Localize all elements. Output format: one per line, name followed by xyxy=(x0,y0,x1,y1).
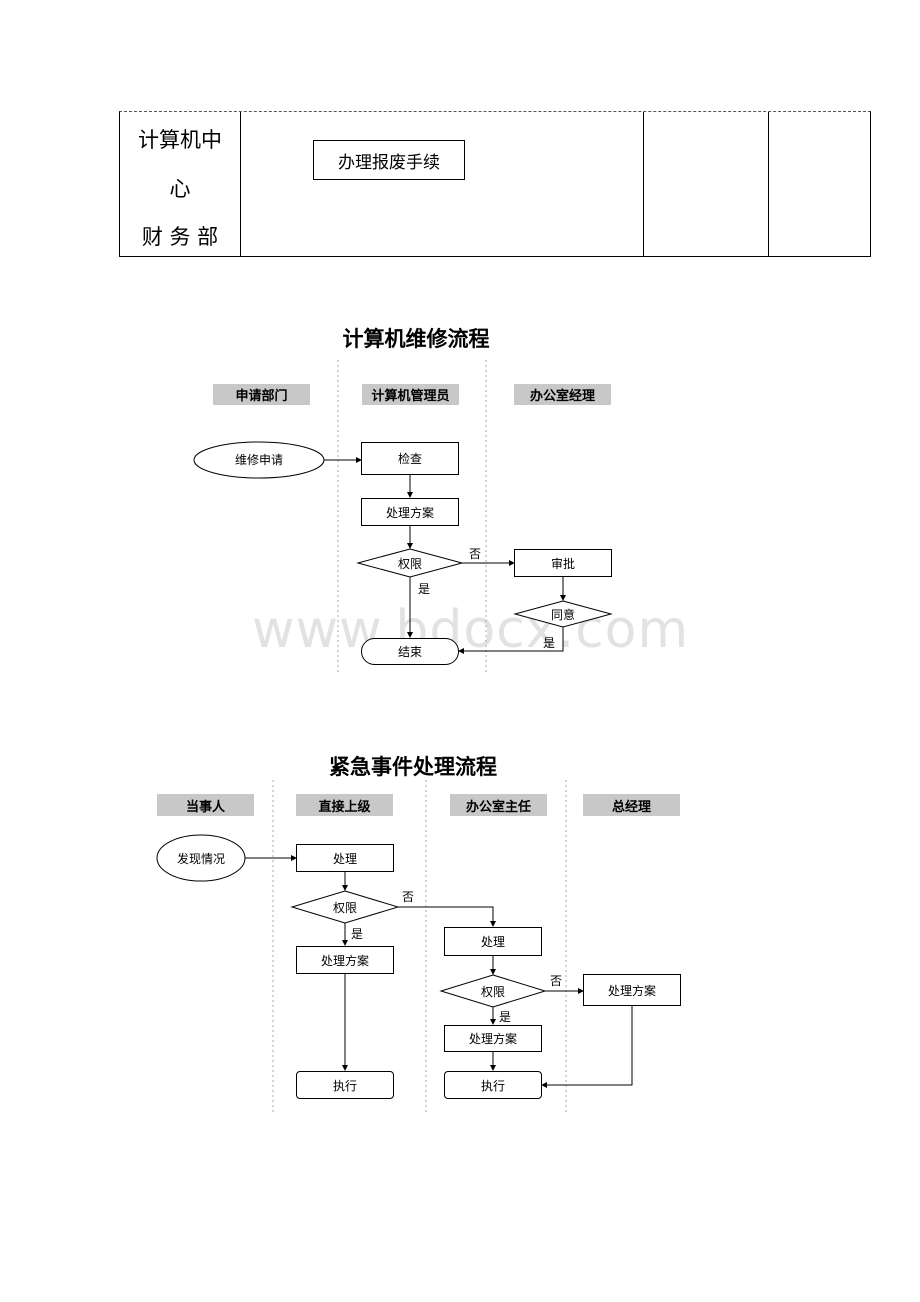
handle-box: 处理 xyxy=(444,927,542,956)
lane-header: 总经理 xyxy=(583,794,680,816)
dept-line-2: 心 xyxy=(169,177,191,201)
plan-box: 处理方案 xyxy=(444,1025,542,1052)
top-table: 计算机中 心 财 务 部 xyxy=(119,111,871,257)
yes-label: 是 xyxy=(543,636,556,650)
agree-label: 同意 xyxy=(550,608,575,622)
arrow xyxy=(458,627,564,654)
table-divider xyxy=(768,112,769,256)
arrow xyxy=(541,1006,633,1088)
lane-header: 申请部门 xyxy=(213,384,310,405)
lane-header: 办公室经理 xyxy=(514,384,611,405)
check-box: 检查 xyxy=(361,442,459,475)
dept-line-3: 财 务 部 xyxy=(141,225,219,249)
plan-box: 处理方案 xyxy=(296,946,394,974)
repair-flow-title: 计算机维修流程 xyxy=(342,327,490,351)
start-node-label: 维修申请 xyxy=(234,453,283,467)
lane-header: 当事人 xyxy=(157,794,254,816)
no-label: 否 xyxy=(550,974,563,988)
arrow xyxy=(398,906,496,927)
lane-header: 办公室主任 xyxy=(450,794,547,816)
authority-label: 权限 xyxy=(332,901,357,915)
no-label: 否 xyxy=(402,890,415,904)
yes-label: 是 xyxy=(351,927,364,941)
end-node: 结束 xyxy=(361,638,459,665)
authority-label: 权限 xyxy=(480,985,505,999)
emergency-flow-title: 紧急事件处理流程 xyxy=(329,755,497,779)
lane-header: 计算机管理员 xyxy=(362,384,459,405)
table-divider xyxy=(643,112,644,256)
scrap-process-box: 办理报废手续 xyxy=(313,140,465,180)
yes-label: 是 xyxy=(418,582,431,596)
authority-label: 权限 xyxy=(397,557,422,571)
table-divider xyxy=(240,112,241,256)
execute-box: 执行 xyxy=(296,1071,394,1099)
no-label: 否 xyxy=(469,547,482,561)
execute-box: 执行 xyxy=(444,1071,542,1099)
watermark: www.bdocx.com xyxy=(252,600,690,660)
yes-label: 是 xyxy=(499,1010,512,1024)
dept-line-1: 计算机中 xyxy=(138,128,222,152)
handle-box: 处理 xyxy=(296,844,394,872)
lane-header: 直接上级 xyxy=(296,794,393,816)
plan-box: 处理方案 xyxy=(361,498,459,526)
start-node-label: 发现情况 xyxy=(176,852,225,866)
plan-box: 处理方案 xyxy=(583,974,681,1006)
approve-box: 审批 xyxy=(514,549,612,577)
